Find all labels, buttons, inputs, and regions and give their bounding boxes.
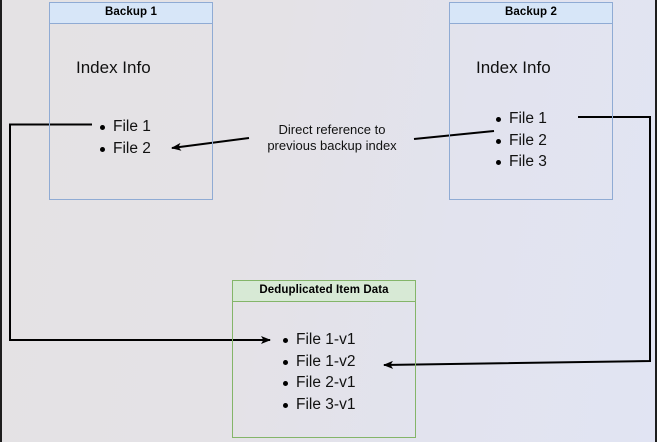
list-item: File 3-v1 xyxy=(283,394,355,416)
node-deduplicated-item-data[interactable]: Deduplicated Item Data File 1-v1 File 1-… xyxy=(232,280,416,438)
node-dedup-body: File 1-v1 File 1-v2 File 2-v1 File 3-v1 xyxy=(233,302,415,437)
list-item: File 1 xyxy=(496,108,547,130)
list-item: File 2-v1 xyxy=(283,372,355,394)
node-backup1-header: Backup 1 xyxy=(50,3,212,24)
node-dedup-header: Deduplicated Item Data xyxy=(233,281,415,302)
node-backup1-file-list: File 1 File 2 xyxy=(100,116,151,159)
node-backup2-section-title: Index Info xyxy=(476,58,551,77)
list-item: File 3 xyxy=(496,151,547,173)
node-backup2-header: Backup 2 xyxy=(450,3,612,24)
list-item: File 2 xyxy=(100,138,151,160)
node-backup1[interactable]: Backup 1 Index Info File 1 File 2 xyxy=(49,2,213,200)
edge-label-direct-reference: Direct reference to previous backup inde… xyxy=(252,122,412,154)
node-backup2-body: Index Info File 1 File 2 File 3 xyxy=(450,24,612,199)
node-backup2[interactable]: Backup 2 Index Info File 1 File 2 File 3 xyxy=(449,2,613,200)
node-backup1-section-title: Index Info xyxy=(76,58,151,77)
node-backup2-file-list: File 1 File 2 File 3 xyxy=(496,108,547,173)
list-item: File 1-v1 xyxy=(283,329,355,351)
list-item: File 1-v2 xyxy=(283,351,355,373)
edge-label-line-2: previous backup index xyxy=(267,138,397,153)
list-item: File 2 xyxy=(496,130,547,152)
node-dedup-file-list: File 1-v1 File 1-v2 File 2-v1 File 3-v1 xyxy=(283,329,355,415)
list-item: File 1 xyxy=(100,116,151,138)
edge-label-line-1: Direct reference to xyxy=(278,122,386,137)
node-backup1-body: Index Info File 1 File 2 xyxy=(50,24,212,199)
